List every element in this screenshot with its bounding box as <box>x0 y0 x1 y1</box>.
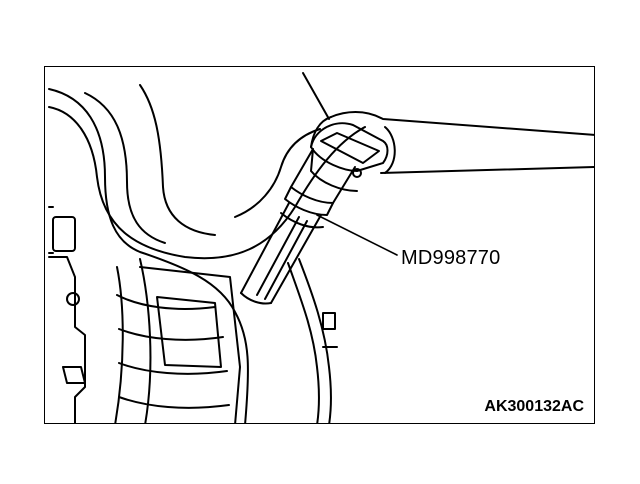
manifold-inner <box>156 296 222 368</box>
body-panel-outline <box>48 88 249 423</box>
socket-body-left <box>290 148 314 188</box>
oxygen-sensor-removal-illustration <box>48 72 594 423</box>
body-panel-inner-edge <box>84 92 166 244</box>
sensor-wire-1 <box>287 262 320 423</box>
socket-head-face <box>320 132 380 164</box>
wrench-handle-end <box>384 126 396 174</box>
socket-collar-line <box>280 212 324 229</box>
wrench-neck <box>310 116 332 148</box>
diagonal-pipe-line <box>302 72 330 120</box>
figure-code: AK300132AC <box>484 398 584 415</box>
socket-drive-pin <box>352 168 362 178</box>
socket-tube-left-edge <box>240 202 290 294</box>
manifold-flange <box>139 266 241 423</box>
upper-panel-curve <box>48 106 366 260</box>
diagram-frame: MD998770 AK300132AC <box>44 66 595 424</box>
socket-head-side <box>310 148 358 192</box>
tool-callout-label: MD998770 <box>401 247 501 269</box>
bolt-head <box>52 216 76 252</box>
socket-body-right <box>332 166 356 204</box>
manifold-outline-mid <box>139 258 152 423</box>
socket-tube-bottom <box>240 292 272 305</box>
manifold-outline-left <box>114 266 124 423</box>
socket-inner-slot-left <box>256 216 300 296</box>
left-bracket-hole <box>66 292 80 306</box>
socket-tube-right-edge <box>270 214 322 304</box>
socket-inner-slot-right <box>264 220 308 300</box>
upper-panel-curve-2 <box>139 84 216 236</box>
callout-leader-line <box>316 214 398 256</box>
manifold-ribs <box>116 294 230 409</box>
left-bracket-tab <box>62 366 86 384</box>
sensor-wire-2 <box>298 258 332 423</box>
heat-shield-edge <box>234 128 321 218</box>
wrench-handle-top <box>330 111 594 136</box>
left-bracket <box>48 256 86 423</box>
wrench-handle-bottom <box>380 166 594 174</box>
bolt-stud <box>48 206 54 254</box>
socket-head <box>310 122 389 172</box>
wire-clip <box>322 312 336 330</box>
